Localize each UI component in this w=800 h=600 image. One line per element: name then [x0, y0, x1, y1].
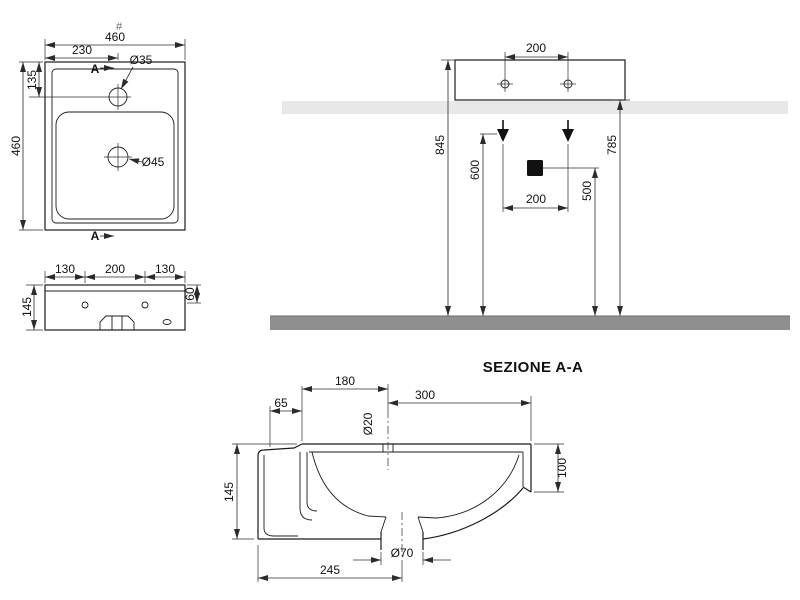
dim-section-bowl: 300 — [415, 388, 435, 402]
drain-outlet-icon — [527, 160, 543, 176]
plan-outer-edge — [44, 61, 186, 231]
dim-section-deck: 180 — [335, 374, 355, 388]
dim-supply-span: 200 — [526, 192, 546, 206]
front-drain-shape — [99, 315, 135, 330]
dim-plan-half-width: 230 — [72, 43, 92, 57]
floor-strip — [270, 316, 790, 330]
dim-section-drain-offset: 245 — [320, 563, 340, 577]
drain-hole-leader — [128, 158, 143, 165]
dim-rim-height: 845 — [433, 135, 447, 155]
section-marker-a-bottom: A — [91, 229, 100, 243]
fixing-hole-right — [560, 76, 576, 92]
dim-front-left: 130 — [55, 262, 75, 276]
dim-front-edge-height: 60 — [183, 287, 197, 301]
wall-shadow-band — [282, 101, 788, 114]
dim-section-drain: Ø70 — [391, 546, 414, 560]
installation-dimensions: 200 845 600 785 200 500 — [433, 41, 630, 316]
plan-rim-edge — [51, 68, 179, 224]
front-dimensions: 130 200 130 60 145 — [20, 262, 201, 331]
dim-supply-height: 600 — [468, 160, 482, 180]
dim-fixing-span: 200 — [526, 41, 546, 55]
section-dimensions: 180 300 65 Ø20 145 100 Ø70 245 — [222, 374, 569, 582]
front-outlet-hole — [162, 319, 172, 325]
fixing-hole-icon — [81, 301, 89, 309]
dim-faucet-hole-label: Ø35 — [130, 53, 153, 67]
basin-front-outline — [454, 59, 626, 101]
installation-view: 200 845 600 785 200 500 — [270, 41, 790, 330]
water-supply-icon-right — [562, 120, 574, 142]
fixing-hole-icon — [141, 301, 149, 309]
dim-front-center: 200 — [105, 262, 125, 276]
plan-basin-edge — [55, 111, 175, 220]
water-supply-icon-left — [497, 120, 509, 142]
dim-section-front-ledge: 65 — [274, 396, 288, 410]
dim-plan-depth: 460 — [9, 136, 23, 156]
section-title: SEZIONE A-A — [483, 359, 584, 376]
fixing-hole-left — [497, 76, 513, 92]
section-view: SEZIONE A-A — [222, 359, 583, 582]
dim-section-height: 145 — [222, 482, 236, 502]
dim-bottom-height: 785 — [605, 135, 619, 155]
dim-drain-height: 500 — [580, 181, 594, 201]
plan-dimensions: 460 230 Ø35 Ø45 A A 135 460 — [9, 30, 186, 243]
dim-section-back-height: 100 — [555, 458, 569, 478]
plan-view: # 460 230 Ø35 Ø45 A A — [9, 21, 186, 243]
front-view: 130 200 130 60 145 — [20, 262, 201, 331]
front-outline — [44, 284, 186, 331]
section-marker-a-top: A — [91, 62, 100, 76]
hash-note: # — [116, 21, 123, 33]
faucet-hole-leader — [120, 66, 134, 90]
dim-front-right: 130 — [155, 262, 175, 276]
dim-plan-faucet-offset: 135 — [25, 70, 39, 90]
section-interior — [263, 410, 523, 556]
dim-tap-hole: Ø20 — [361, 412, 375, 435]
dim-plan-width: 460 — [105, 30, 125, 44]
section-outline — [257, 443, 532, 550]
dim-drain-hole-label: Ø45 — [142, 155, 165, 169]
dim-front-total-height: 145 — [20, 297, 34, 317]
